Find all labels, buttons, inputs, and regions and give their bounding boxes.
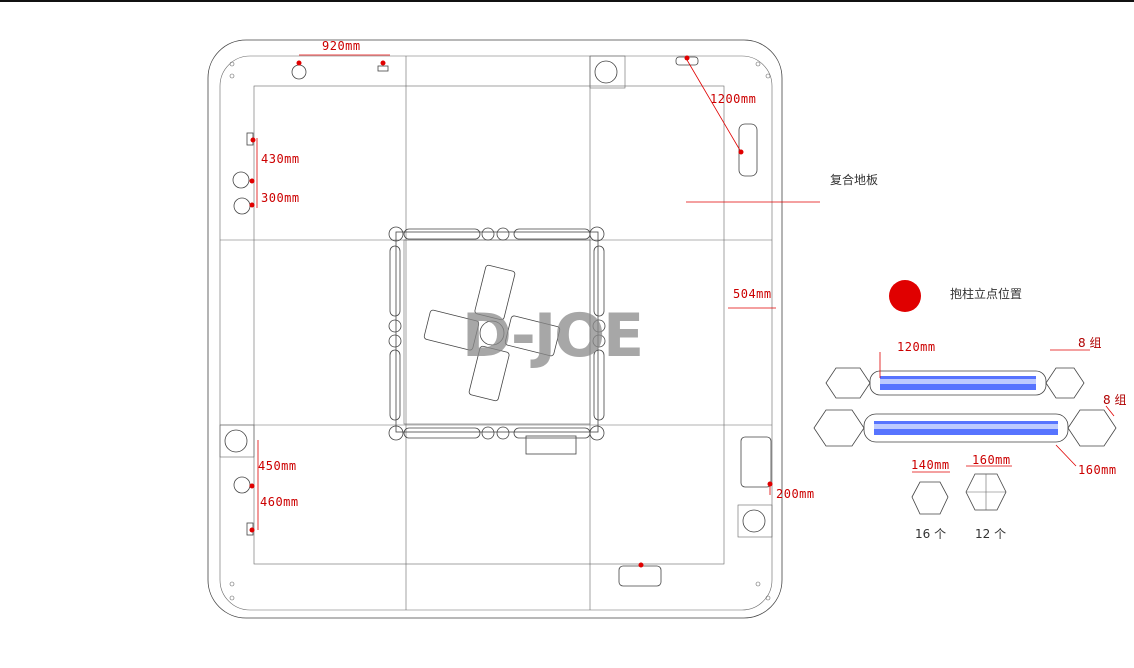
dim-200: 200mm [776, 487, 815, 501]
legend-label: 抱柱立点位置 [950, 286, 1022, 301]
dim-430: 430mm [261, 152, 300, 166]
dim-120: 120mm [897, 340, 936, 354]
top-border [0, 0, 1134, 2]
group-label-b: 8 组 [1103, 393, 1126, 407]
floor-label: 复合地板 [830, 172, 878, 187]
dim-504: 504mm [733, 287, 772, 301]
chairs [423, 264, 561, 402]
legend-dot [889, 280, 921, 312]
dim-160-tube: 160mm [1078, 463, 1117, 477]
count-label-a: 16 个 [915, 527, 946, 541]
dim-140: 140mm [911, 458, 950, 472]
dim-1200: 1200mm [710, 92, 756, 106]
logo-watermark: D-JOE [462, 301, 642, 371]
dimension-markers [249, 54, 921, 568]
crystal-balls [911, 473, 1007, 515]
center-truss [388, 226, 606, 455]
dim-160-ball: 160mm [972, 453, 1011, 467]
count-label-b: 12 个 [975, 527, 1006, 541]
dim-300: 300mm [261, 191, 300, 205]
dim-920: 920mm [322, 39, 361, 53]
dim-450: 450mm [258, 459, 297, 473]
light-tube-short [825, 367, 1085, 399]
group-label-a: 8 组 [1078, 336, 1101, 350]
dim-460: 460mm [260, 495, 299, 509]
light-tube-long [813, 409, 1117, 447]
